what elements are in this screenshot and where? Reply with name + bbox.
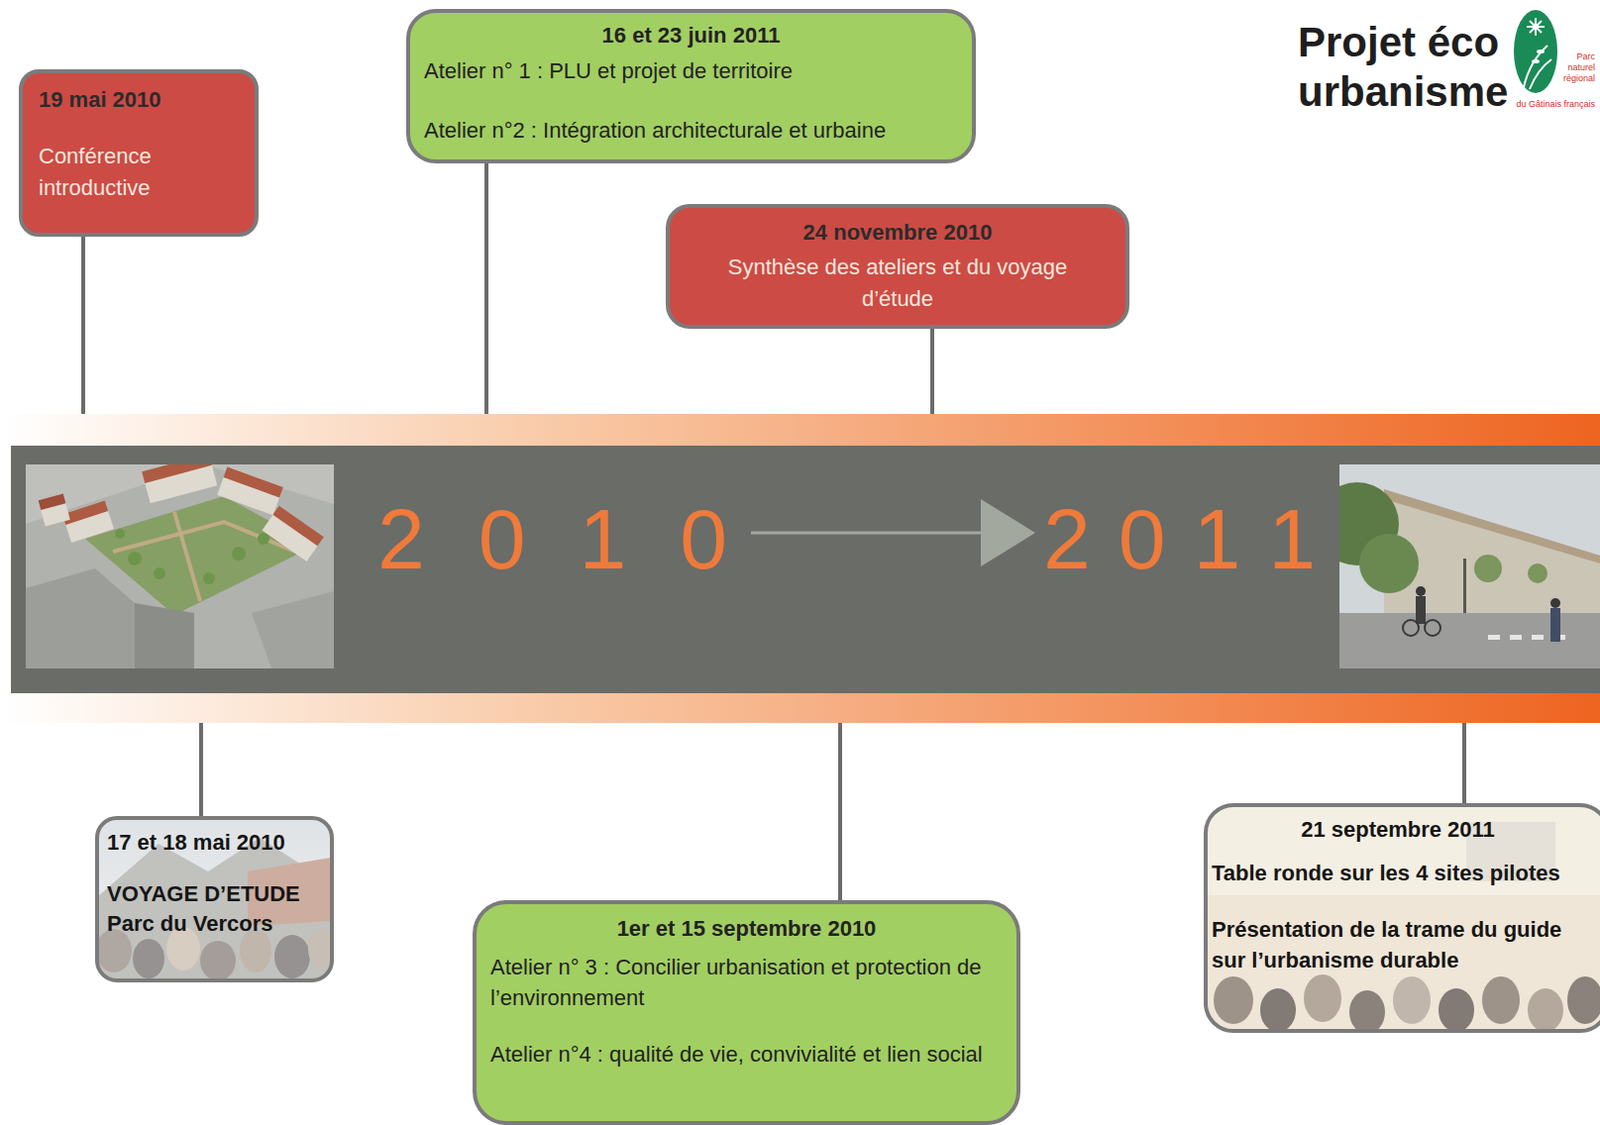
photo-event-box: 21 septembre 2011Table ronde sur les 4 s… <box>1203 803 1600 1034</box>
site-model-illustration <box>262 506 324 562</box>
street-photo <box>1339 613 1600 669</box>
timeline-band: 2 0 1 0 2 0 1 1 <box>0 414 1600 724</box>
event-date: 19 mai 2010 <box>38 85 239 115</box>
site-model-illustration <box>25 568 135 669</box>
logo-label: Parc naturel régional <box>1555 51 1596 85</box>
street-photo <box>1531 635 1544 640</box>
site-model-illustration <box>25 464 334 669</box>
street-photo <box>1402 620 1419 637</box>
workshop-title: Atelier n° 3 : Concilier urbanisation et… <box>490 952 1003 1014</box>
timeline-band <box>10 445 1600 694</box>
study-trip-photo <box>98 819 331 980</box>
site-model-illustration <box>25 464 334 669</box>
study-trip-photo <box>98 819 331 980</box>
workshop-title: Atelier n°4 : qualité de vie, conviviali… <box>490 1039 1003 1070</box>
site-model-illustration <box>62 501 108 526</box>
leader-line <box>930 328 935 415</box>
event-place: Parc du Vercors <box>106 909 322 940</box>
leader-line <box>81 236 86 415</box>
event-date: 17 et 18 mai 2010 <box>106 828 322 858</box>
street-photo <box>1424 620 1441 637</box>
timeline-band <box>0 693 1600 724</box>
site-model-illustration <box>134 603 195 669</box>
street-photo <box>1415 596 1426 625</box>
site-model-illustration <box>25 464 334 669</box>
workshop-title: Atelier n° 1 : PLU et projet de territoi… <box>424 56 959 87</box>
park-logo <box>1531 59 1540 64</box>
site-model-illustration <box>62 501 114 543</box>
timeline-arrow <box>750 532 986 535</box>
street-photo <box>1339 464 1600 669</box>
round-table-photo <box>1206 806 1600 1031</box>
diagram-title: Projet éco urbanisme <box>1297 17 1508 117</box>
site-model-illustration <box>127 551 142 566</box>
event-box: 19 mai 2010Conférence introductive <box>18 69 259 237</box>
workshop-box: 16 et 23 juin 2011Atelier n° 1 : PLU et … <box>406 8 976 164</box>
round-table-photo <box>1206 806 1600 1031</box>
site-model-illustration <box>257 533 270 545</box>
site-model-illustration <box>141 464 213 484</box>
timeline-arrow <box>750 499 1036 567</box>
site-model-illustration <box>251 591 334 669</box>
street-photo <box>1488 635 1500 640</box>
event-date: 21 septembre 2011 <box>1211 815 1585 846</box>
leader-line <box>199 723 204 817</box>
leader-line <box>484 163 489 415</box>
street-photo <box>1359 533 1419 594</box>
park-logo <box>1513 9 1558 94</box>
site-model-illustration <box>272 506 323 547</box>
park-logo <box>1526 17 1545 36</box>
site-model-illustration <box>174 512 201 602</box>
site-model-illustration <box>114 529 125 539</box>
event-description: Synthèse des ateliers et du voyage d’étu… <box>717 251 1078 316</box>
site-model-illustration <box>25 464 334 669</box>
logo-label: du Gâtinais français <box>1511 99 1596 110</box>
site-model-illustration <box>203 572 215 585</box>
timeline-arrow <box>980 499 1036 567</box>
photo-event-box: 17 et 18 mai 2010VOYAGE D’ETUDEParc du V… <box>95 816 334 983</box>
street-photo <box>1339 464 1600 669</box>
timeline-band <box>0 414 1600 446</box>
street-photo <box>1474 554 1502 583</box>
event-title: VOYAGE D’ETUDE <box>106 879 322 910</box>
site-model-illustration <box>141 464 217 504</box>
workshop-box: 1er et 15 septembre 2010Atelier n° 3 : C… <box>472 900 1021 1125</box>
event-date: 24 novembre 2010 <box>717 217 1078 248</box>
leader-line <box>1462 723 1467 804</box>
year-label: 2 0 1 1 <box>1043 496 1318 582</box>
street-photo <box>1415 586 1426 597</box>
site-model-illustration <box>231 546 246 561</box>
workshop-title: Atelier n°2 : Intégration architecturale… <box>424 115 959 146</box>
site-model-illustration <box>38 494 67 511</box>
street-photo <box>1527 563 1548 584</box>
street-photo <box>1550 598 1561 609</box>
park-logo <box>1536 49 1545 54</box>
leader-line <box>838 723 843 901</box>
study-trip-photo <box>98 819 331 980</box>
event-description: Conférence introductive <box>38 140 239 205</box>
event-date: 1er et 15 septembre 2010 <box>490 914 1003 945</box>
timeline-band <box>0 414 1600 724</box>
year-label: 2 0 1 0 <box>377 496 743 582</box>
street-photo <box>1463 558 1467 619</box>
site-model-illustration <box>223 467 284 499</box>
site-model-illustration <box>38 494 71 528</box>
round-table-photo <box>1206 806 1600 1031</box>
park-logo <box>1513 9 1558 94</box>
street-photo <box>1509 635 1522 640</box>
site-model-illustration <box>216 467 284 517</box>
event-date: 16 et 23 juin 2011 <box>424 20 959 51</box>
event-box: 24 novembre 2010Synthèse des ateliers et… <box>665 204 1130 329</box>
site-model-illustration <box>153 567 166 580</box>
park-logo <box>1529 59 1552 90</box>
street-photo <box>1550 608 1561 642</box>
event-description: Table ronde sur les 4 sites pilotes <box>1211 858 1585 889</box>
event-description: Présentation de la trame du guide sur l’… <box>1211 914 1585 976</box>
